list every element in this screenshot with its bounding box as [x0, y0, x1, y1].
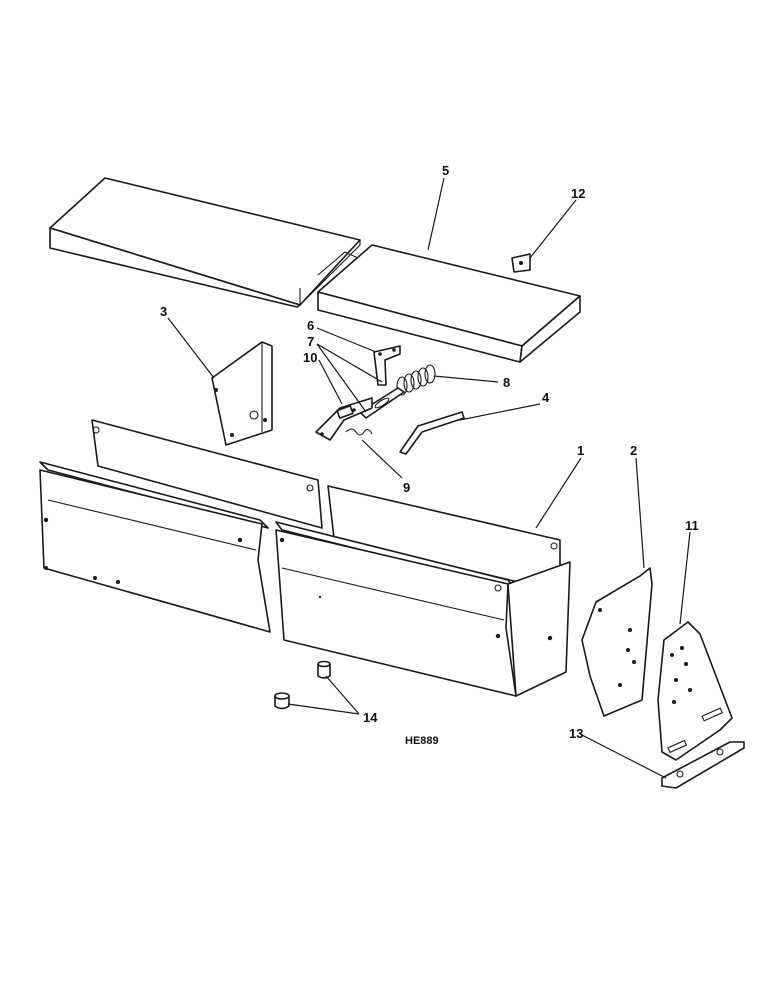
cover-left: [49, 177, 361, 308]
callout-12: 12: [571, 186, 585, 201]
callout-2: 2: [630, 443, 637, 458]
spring-part-8: [396, 364, 436, 396]
clip-part-12: [511, 253, 531, 273]
callout-4: 4: [542, 390, 550, 405]
base-plate-part-13: [661, 741, 745, 789]
housing-right: [275, 485, 571, 697]
callout-3: 3: [160, 304, 167, 319]
callout-5: 5: [442, 163, 449, 178]
callout-11: 11: [685, 518, 699, 533]
leader-lines: [167, 177, 691, 779]
bushing-part-14-a: [317, 660, 331, 679]
cover-right: [317, 244, 581, 363]
reference-code: HE889: [405, 735, 439, 747]
plate-part-7: [359, 387, 405, 419]
callout-6: 6: [307, 318, 314, 333]
callout-8: 8: [503, 375, 510, 390]
side-plate-part-2: [581, 567, 653, 717]
strap-part-4: [399, 411, 465, 455]
callout-9: 9: [403, 480, 410, 495]
callout-13: 13: [569, 726, 583, 741]
bushing-part-14-b: [274, 692, 290, 710]
bracket-part-6: [373, 345, 401, 386]
upright-bracket-part-11: [657, 621, 733, 761]
callout-7: 7: [307, 334, 314, 349]
bracket-part-3: [211, 341, 273, 446]
wire-part-9: [345, 428, 373, 436]
callout-14: 14: [363, 710, 378, 725]
callout-1: 1: [577, 443, 584, 458]
latch-part-10: [315, 397, 373, 441]
housing-left: [39, 419, 323, 633]
callout-10: 10: [303, 350, 317, 365]
